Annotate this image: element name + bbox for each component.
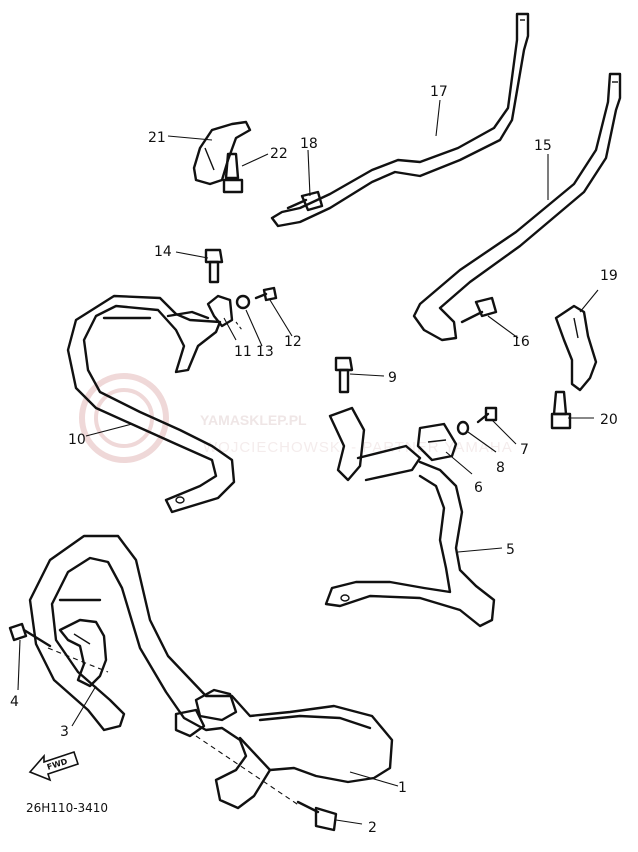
part-8-washer [456, 420, 470, 436]
callout-11: 11 [234, 344, 252, 360]
fwd-arrow-icon: FWD [28, 750, 80, 782]
callout-19: 19 [600, 268, 618, 284]
part-17-stay [270, 12, 530, 228]
callout-13: 13 [256, 344, 274, 360]
part-22-bolt [222, 152, 244, 194]
alignment-lines [47, 321, 301, 807]
callout-14: 14 [154, 244, 172, 260]
part-10-frame [66, 294, 236, 514]
part-19-bracket [554, 304, 598, 392]
part-11-clamp [206, 294, 234, 328]
callout-2: 2 [368, 820, 377, 836]
part-14-bolt [204, 248, 224, 284]
callout-3: 3 [60, 724, 69, 740]
part-5-frame [324, 406, 496, 628]
callout-4: 4 [10, 694, 19, 710]
watermark-subtitle: WOJCIECHOWSKI - PARTNER YAMAHA [203, 439, 513, 456]
watermark: YAMASKLEP.PL WOJCIECHOWSKI - PARTNER YAM… [79, 373, 513, 463]
callout-21: 21 [148, 130, 166, 146]
part-18-bolt [286, 190, 324, 212]
callout-7: 7 [520, 442, 529, 458]
watermark-brand: YAMASKLEP.PL [200, 412, 307, 428]
part-2-bolt [296, 800, 338, 832]
callout-22: 22 [270, 146, 288, 162]
callout-5: 5 [506, 542, 515, 558]
part-4-bolt [8, 622, 52, 648]
callout-15: 15 [534, 138, 552, 154]
part-12-bolt [254, 286, 278, 302]
callout-17: 17 [430, 84, 448, 100]
callout-8: 8 [496, 460, 505, 476]
part-16-bolt [460, 296, 498, 324]
callout-10: 10 [68, 432, 86, 448]
part-6-clamp [416, 422, 458, 462]
part-9-bolt [334, 356, 354, 394]
part-1-frame [28, 534, 394, 810]
callout-1: 1 [398, 780, 407, 796]
diagram-code: 26H110-3410 [26, 801, 108, 815]
callout-16: 16 [512, 334, 530, 350]
part-3-bracket [58, 618, 108, 688]
callout-20: 20 [600, 412, 618, 428]
callout-18: 18 [300, 136, 318, 152]
callout-12: 12 [284, 334, 302, 350]
leader-lines [17, 99, 599, 825]
part-20-bolt [550, 390, 572, 430]
callout-labels: 1 2 3 4 5 6 7 8 9 10 11 12 13 14 15 16 1… [10, 84, 618, 836]
part-13-washer [235, 294, 251, 310]
callout-9: 9 [388, 370, 397, 386]
part-15-stay [412, 72, 622, 342]
part-7-bolt [476, 406, 498, 424]
callout-6: 6 [474, 480, 483, 496]
part-21-bracket [192, 120, 252, 186]
